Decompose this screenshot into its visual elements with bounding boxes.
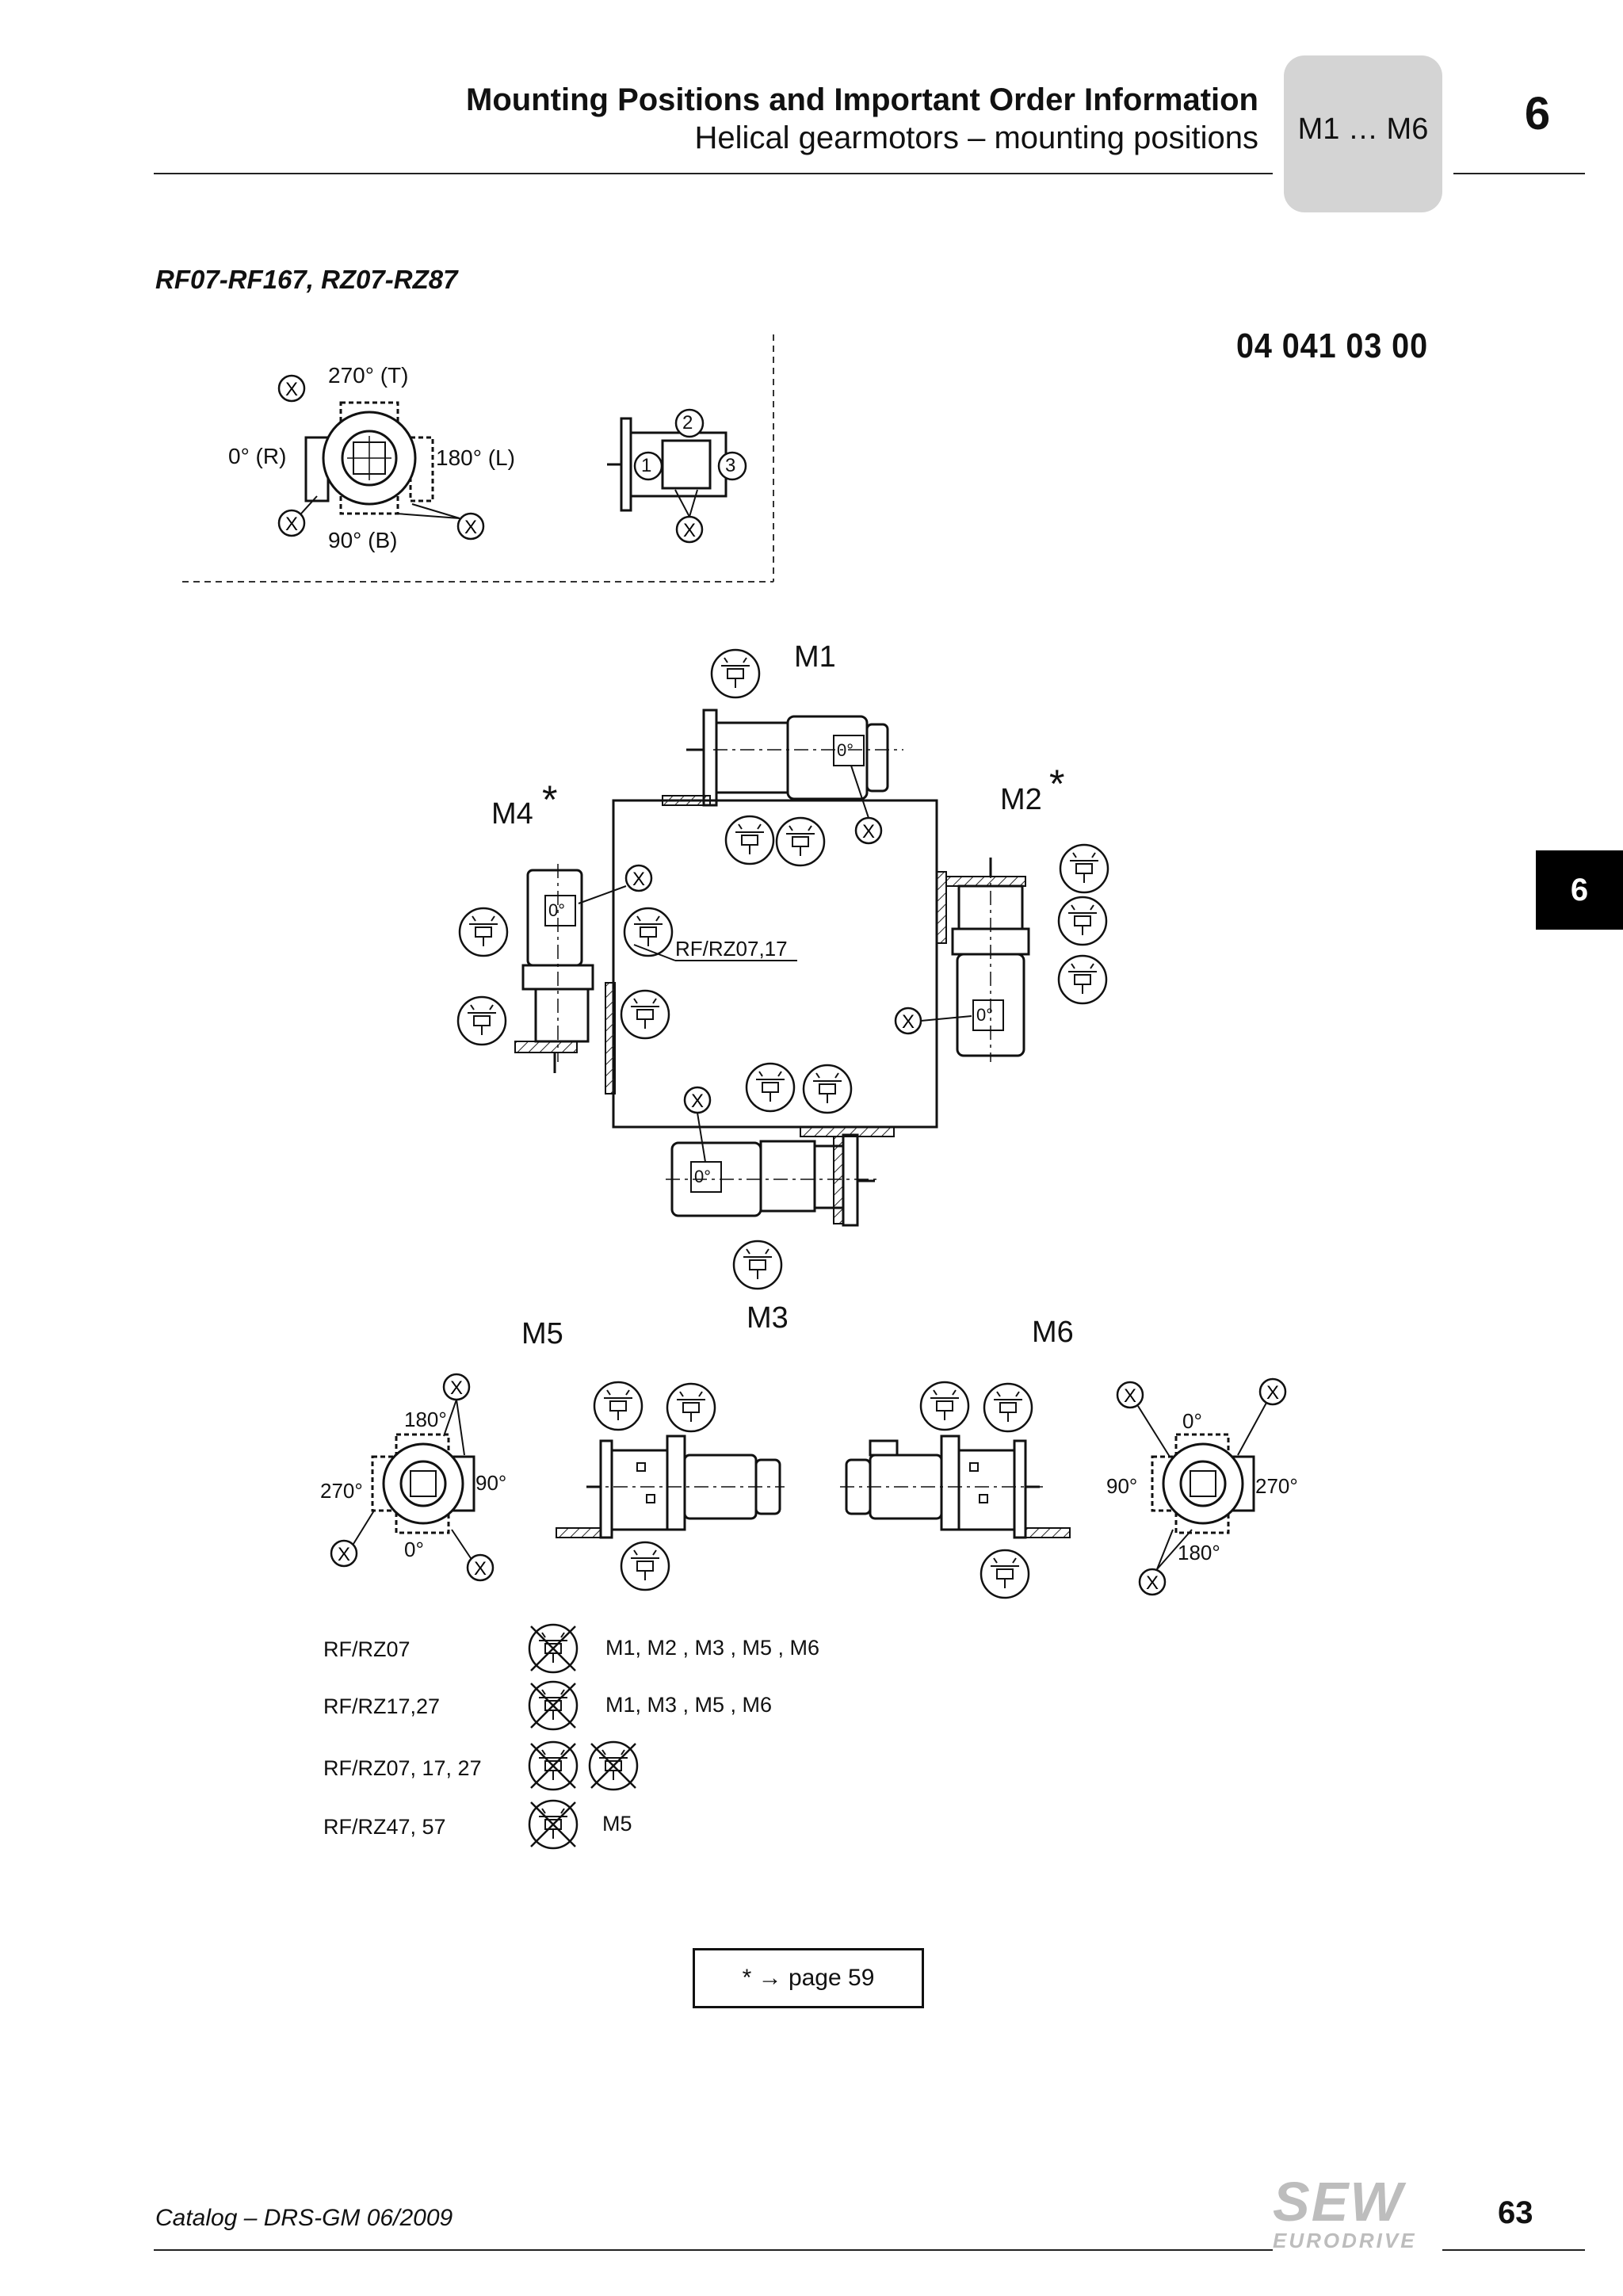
m6-angle-90: 90° xyxy=(1106,1474,1138,1498)
m6-angle-180: 180° xyxy=(1178,1541,1220,1564)
eurodrive-logo: EURODRIVE xyxy=(1273,2229,1417,2252)
m1-zero: 0° xyxy=(837,740,854,760)
m2-gearmotor xyxy=(894,843,1109,1062)
label-m5: M5 xyxy=(521,1317,563,1350)
label-m1: M1 xyxy=(794,640,836,674)
restriction-model-2: RF/RZ17,27 xyxy=(323,1694,441,1718)
label-m4: M4 xyxy=(491,797,533,831)
header-subtitle: Helical gearmotors – mounting positions xyxy=(694,120,1258,155)
m5-angle-270: 270° xyxy=(320,1479,363,1503)
label-m2: M2 xyxy=(1000,783,1042,816)
header-tab-label: M1 … M6 xyxy=(1297,113,1429,146)
label-m3: M3 xyxy=(747,1301,789,1335)
base-block xyxy=(612,799,938,1129)
m4-gearmotor xyxy=(456,864,674,1095)
m3-gearmotor xyxy=(666,1062,895,1290)
restriction-model-3: RF/RZ07, 17, 27 xyxy=(323,1756,482,1780)
drawing-code: 04 041 03 00 xyxy=(1236,327,1429,365)
header-title: Mounting Positions and Important Order I… xyxy=(466,82,1258,117)
angle-0-r: 0° (R) xyxy=(228,444,287,468)
rf-rz-label: RF/RZ07,17 xyxy=(675,937,788,961)
m2-zero: 0° xyxy=(976,1005,994,1025)
restriction-positions-1: M1, M2 , M3 , M5 , M6 xyxy=(605,1636,820,1660)
m5-angle-90: 90° xyxy=(475,1471,507,1495)
cable-entry-1: 1 xyxy=(641,455,652,476)
side-chapter-tab: 6 xyxy=(1536,850,1623,930)
footer-rule-right xyxy=(1442,2249,1585,2251)
cable-entry-side-view xyxy=(607,408,747,544)
angle-270-t: 270° (T) xyxy=(328,363,409,388)
label-m4-asterisk: * xyxy=(542,777,558,822)
m6-angle-0: 0° xyxy=(1182,1409,1202,1433)
m5-side-view xyxy=(556,1381,785,1591)
m6-angle-270: 270° xyxy=(1255,1474,1298,1498)
m1-gearmotor xyxy=(662,648,903,867)
label-m2-asterisk: * xyxy=(1049,762,1065,806)
label-m6: M6 xyxy=(1032,1316,1074,1349)
footer-catalog: Catalog – DRS-GM 06/2009 xyxy=(155,2205,453,2231)
header-rule xyxy=(154,173,1273,174)
terminal-box-front-view xyxy=(277,374,485,541)
m6-side-view xyxy=(840,1381,1071,1599)
restriction-positions-2: M1, M3 , M5 , M6 xyxy=(605,1693,773,1717)
page-reference-note: * → page 59 xyxy=(693,1948,924,2008)
angle-90-b: 90° (B) xyxy=(328,528,398,552)
footer-rule xyxy=(154,2249,1273,2251)
restriction-model-1: RF/RZ07 xyxy=(323,1637,411,1661)
m5-angle-0: 0° xyxy=(404,1538,424,1561)
section-title: RF07-RF167, RZ07-RZ87 xyxy=(155,265,458,294)
sew-logo: SEW xyxy=(1273,2171,1404,2233)
m4-zero: 0° xyxy=(548,900,566,920)
restriction-positions-4: M5 xyxy=(602,1812,632,1836)
page-reference-text: * → page 59 xyxy=(742,1965,875,1991)
header-rule-right xyxy=(1453,173,1585,174)
cable-entry-2: 2 xyxy=(682,412,693,434)
m6-front-view xyxy=(1116,1377,1287,1596)
header-tab xyxy=(1284,55,1442,212)
restriction-model-4: RF/RZ47, 57 xyxy=(323,1815,446,1839)
m3-zero: 0° xyxy=(694,1167,712,1186)
m5-front-view xyxy=(330,1373,495,1582)
page-number: 63 xyxy=(1498,2195,1533,2230)
m5-angle-180: 180° xyxy=(404,1408,447,1431)
cable-entry-3: 3 xyxy=(725,455,736,476)
angle-180-l: 180° (L) xyxy=(436,445,515,470)
chapter-number: 6 xyxy=(1524,88,1551,139)
